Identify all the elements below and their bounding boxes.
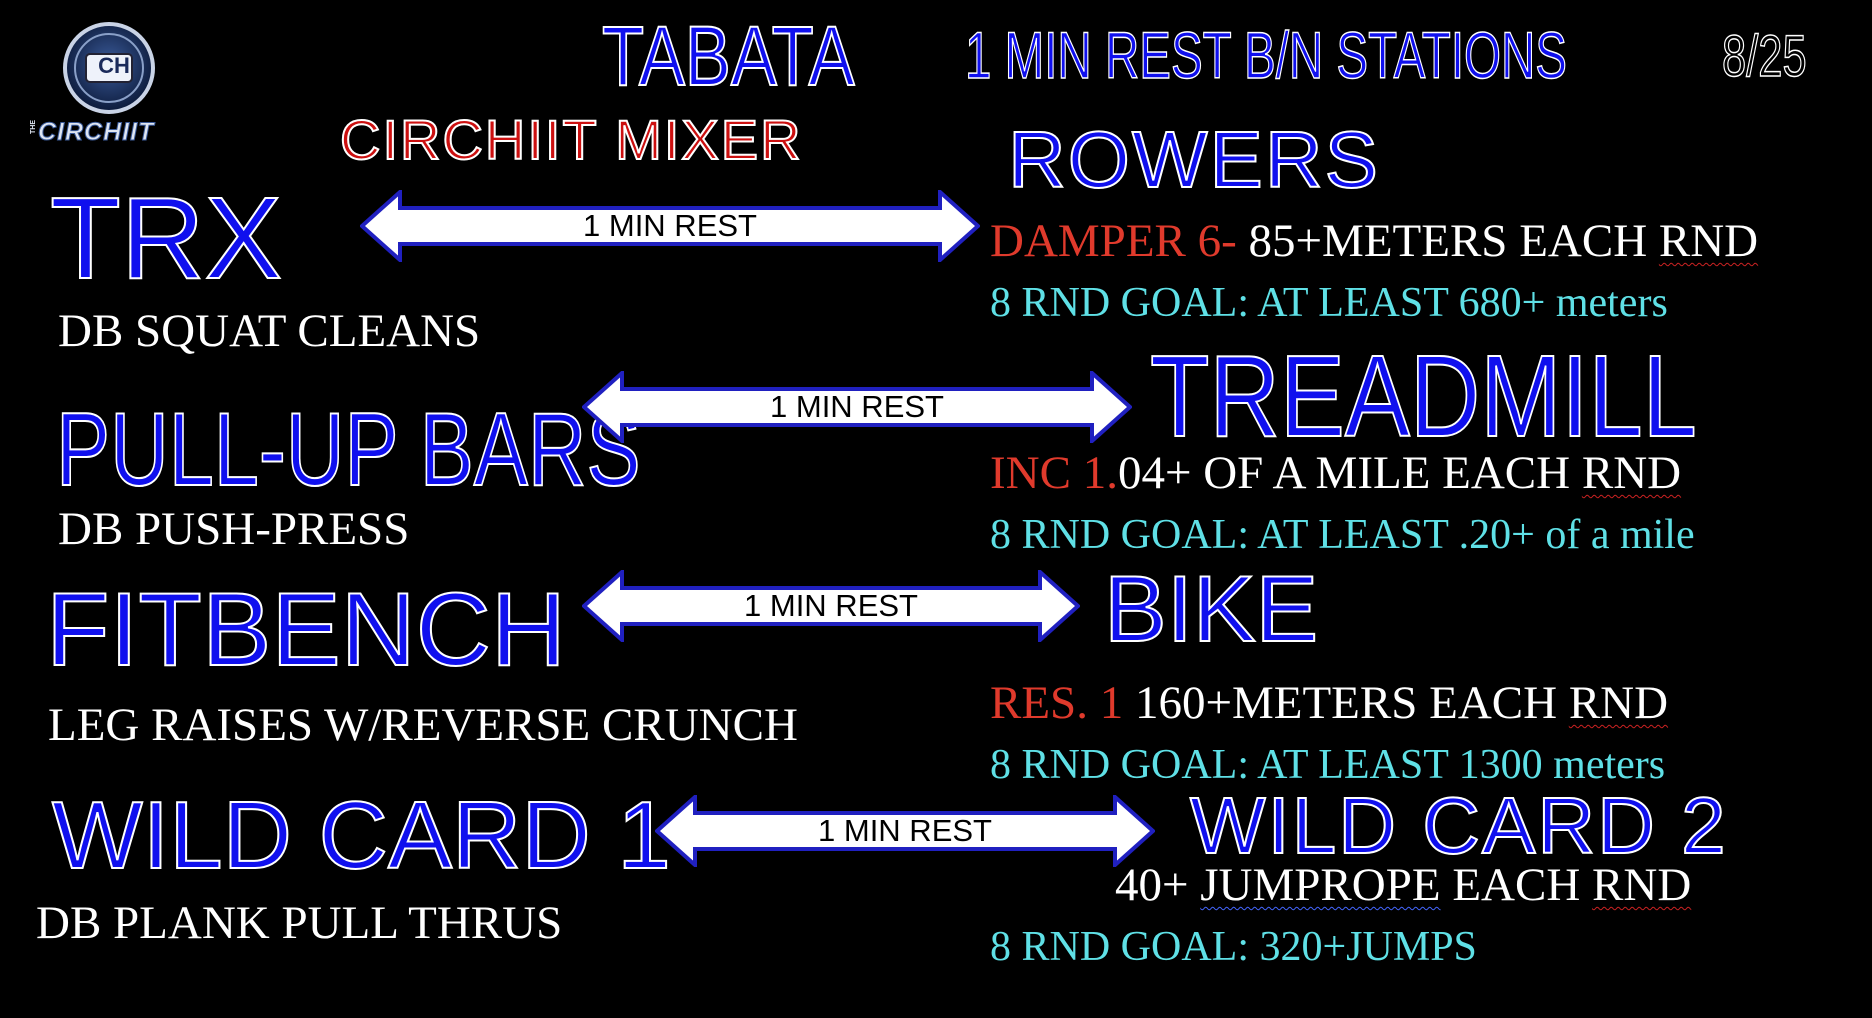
rest-arrow-3: 1 MIN REST <box>582 570 1080 642</box>
treadmill-setting: INC 1. <box>990 447 1118 499</box>
page-title: TABATA <box>601 9 855 103</box>
double-headed-arrow-icon <box>655 795 1155 867</box>
circhiit-logo-icon <box>63 22 155 114</box>
double-headed-arrow-icon <box>582 570 1080 642</box>
rest-arrow-1: 1 MIN REST <box>360 190 980 262</box>
bike-target: 160+METERS EACH <box>1134 677 1569 729</box>
wildcard2-target-count: 40+ <box>1115 859 1201 911</box>
bike-setting: RES. 1 <box>990 677 1135 729</box>
station-wildcard1-exercise: DB PLANK PULL THRUS <box>36 897 563 949</box>
station-trx-exercise: DB SQUAT CLEANS <box>58 305 481 357</box>
rest-label: 1 MIN REST <box>583 208 757 243</box>
logo-brand: CIRCHIIT <box>37 118 155 147</box>
rowers-target-rnd: RND <box>1658 215 1759 267</box>
station-wildcard2-target: 40+ JUMPROPE EACH RND <box>1115 862 1691 909</box>
subtitle: CIRCHIIT MIXER <box>339 108 803 171</box>
logo-small-text: THE <box>30 120 37 134</box>
station-rowers-target: DAMPER 6- 85+METERS EACH RND <box>990 218 1758 265</box>
station-fitbench-title: FITBENCH <box>45 572 567 688</box>
station-treadmill-title: TREADMILL <box>1149 331 1698 461</box>
double-headed-arrow-icon <box>360 190 980 262</box>
station-rowers-title: ROWERS <box>1007 115 1380 204</box>
station-wildcard2-title: WILD CARD 2 <box>1189 781 1728 870</box>
station-trx-title: TRX <box>49 173 283 303</box>
wildcard2-target-jumprope: JUMPROPE <box>1200 859 1441 911</box>
wildcard2-target-rnd: RND <box>1592 859 1692 911</box>
date-label: 8/25 <box>1721 24 1807 89</box>
wildcard2-target-each: EACH <box>1440 859 1593 911</box>
station-pullup-exercise: DB PUSH-PRESS <box>58 503 410 555</box>
station-bike-title: BIKE <box>1103 556 1319 661</box>
station-pullup-title: PULL-UP BARS <box>55 392 641 508</box>
station-treadmill-target: INC 1.04+ OF A MILE EACH RND <box>990 450 1681 497</box>
treadmill-target-rnd: RND <box>1581 447 1682 499</box>
double-headed-arrow-icon <box>582 371 1132 443</box>
station-treadmill-goal: 8 RND GOAL: AT LEAST .20+ of a mile <box>990 512 1695 558</box>
bike-target-rnd: RND <box>1568 677 1669 729</box>
rest-arrow-2: 1 MIN REST <box>582 371 1132 443</box>
rowers-setting: DAMPER 6- <box>990 215 1249 267</box>
rest-label: 1 MIN REST <box>770 389 944 424</box>
rest-label: 1 MIN REST <box>818 813 992 848</box>
rowers-target: 85+METERS EACH <box>1248 215 1659 267</box>
treadmill-target: 04+ OF A MILE EACH <box>1117 447 1582 499</box>
station-fitbench-exercise: LEG RAISES W/REVERSE CRUNCH <box>48 699 798 751</box>
station-bike-goal: 8 RND GOAL: AT LEAST 1300 meters <box>990 742 1666 788</box>
rest-arrow-4: 1 MIN REST <box>655 795 1155 867</box>
station-bike-target: RES. 1 160+METERS EACH RND <box>990 680 1668 727</box>
logo-monogram: CH <box>98 53 130 78</box>
station-rowers-goal: 8 RND GOAL: AT LEAST 680+ meters <box>990 280 1668 326</box>
station-wildcard2-goal: 8 RND GOAL: 320+JUMPS <box>990 924 1477 970</box>
rest-note: 1 MIN REST B/N STATIONS <box>964 18 1568 92</box>
circhiit-logo: CH THE CIRCHIIT <box>24 12 184 147</box>
rest-label: 1 MIN REST <box>744 588 918 623</box>
station-wildcard1-title: WILD CARD 1 <box>51 782 672 889</box>
